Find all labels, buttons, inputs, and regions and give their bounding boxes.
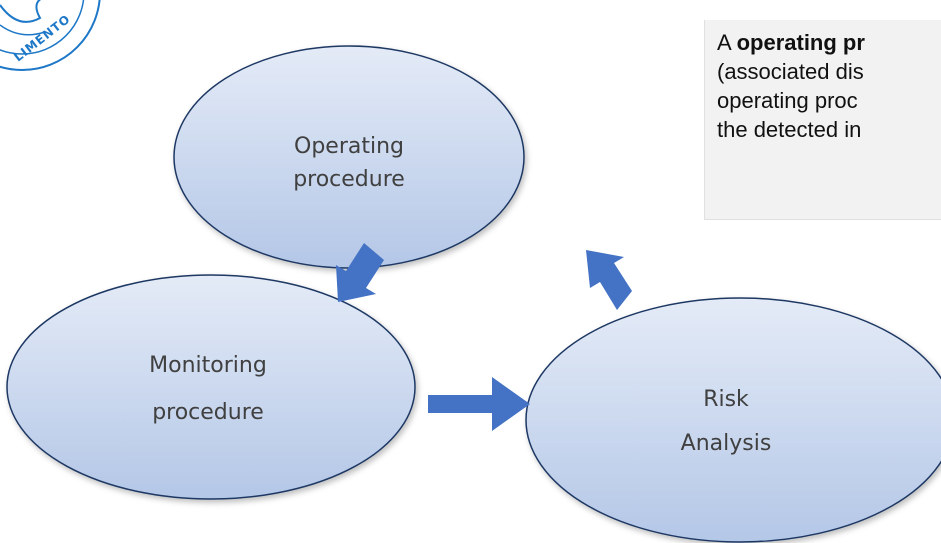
callout-line-3: operating proc bbox=[717, 88, 858, 113]
callout-prefix: A bbox=[717, 30, 737, 55]
monitoring-procedure-line1: Monitoring bbox=[149, 353, 267, 378]
callout-line-1: A operating pr bbox=[717, 28, 941, 57]
definition-callout: A operating pr (associated dis operating… bbox=[704, 20, 941, 220]
monitoring-procedure-line2: procedure bbox=[152, 400, 264, 425]
arrow-operating-to-monitoring bbox=[336, 243, 384, 302]
risk-analysis-line1: Risk bbox=[703, 387, 749, 412]
operating-procedure-line1: Operating bbox=[294, 134, 404, 159]
operating-procedure-node: Operating procedure bbox=[173, 45, 525, 269]
operating-procedure-line2: procedure bbox=[293, 167, 405, 192]
callout-line-4: the detected in bbox=[717, 117, 862, 142]
arrow-monitoring-to-risk bbox=[428, 377, 530, 431]
logo-seal: LIMENTO bbox=[0, 0, 101, 71]
callout-bold-term: operating pr bbox=[736, 30, 865, 55]
callout-line-2: (associated dis bbox=[717, 59, 864, 84]
risk-analysis-line2: Analysis bbox=[681, 431, 772, 456]
monitoring-procedure-node: Monitoring procedure bbox=[6, 274, 416, 500]
risk-analysis-node: Risk Analysis bbox=[525, 297, 941, 543]
arrow-risk-to-operating bbox=[586, 250, 632, 310]
